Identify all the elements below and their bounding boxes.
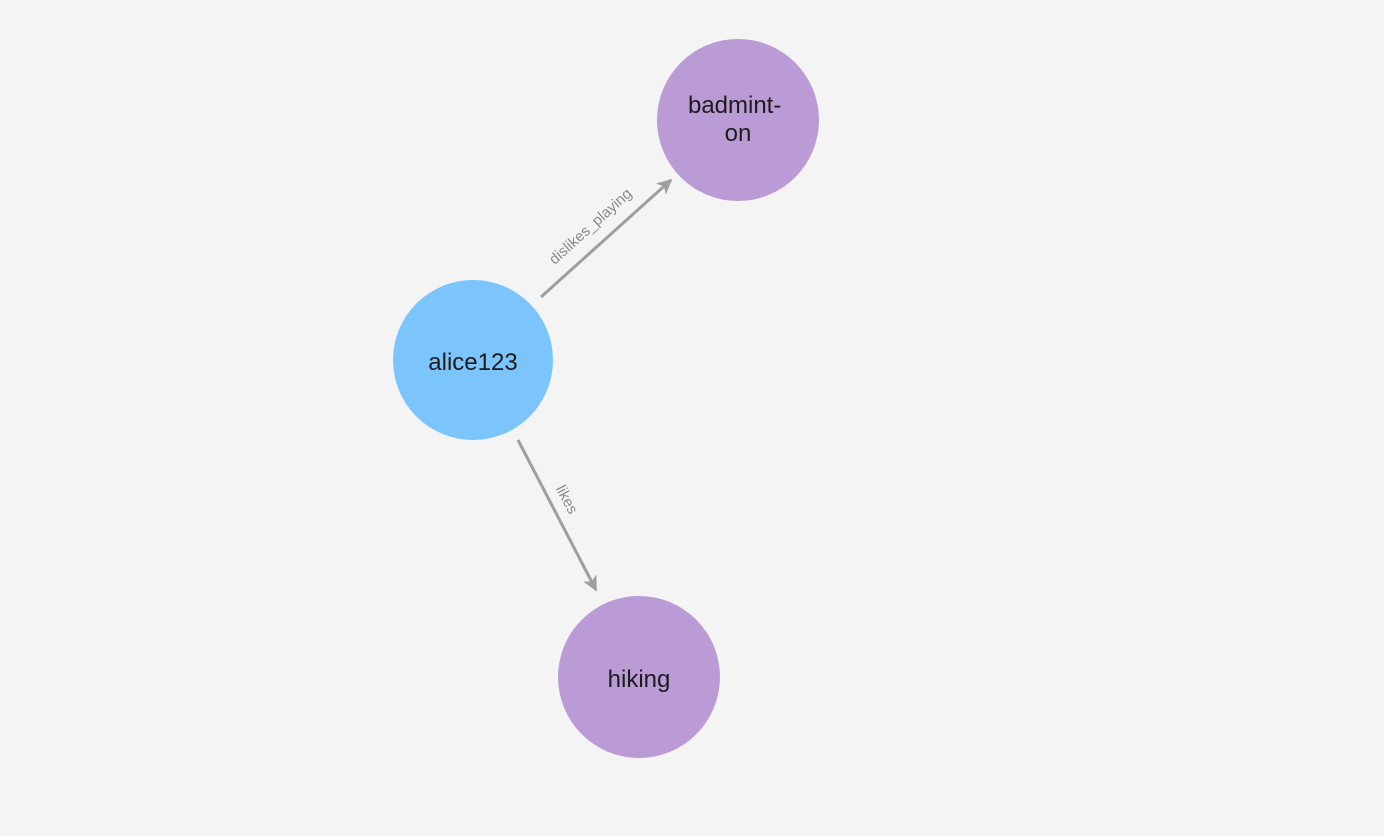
edge-line-likes[interactable]	[516, 439, 598, 592]
nodes-layer: badmint- on alice123 hiking	[393, 39, 819, 758]
node-circle-alice123[interactable]	[393, 280, 553, 440]
edge-dislikes-playing[interactable]: dislikes_playing	[539, 178, 673, 299]
node-badminton[interactable]: badmint- on	[657, 39, 819, 201]
node-circle-badminton[interactable]	[657, 39, 819, 201]
edge-likes[interactable]: likes	[516, 439, 598, 592]
edge-line-dislikes-playing[interactable]	[539, 178, 673, 299]
node-hiking[interactable]: hiking	[558, 596, 720, 758]
edge-label-dislikes-playing: dislikes_playing	[546, 185, 635, 268]
node-alice123[interactable]: alice123	[393, 280, 553, 440]
node-circle-hiking[interactable]	[558, 596, 720, 758]
